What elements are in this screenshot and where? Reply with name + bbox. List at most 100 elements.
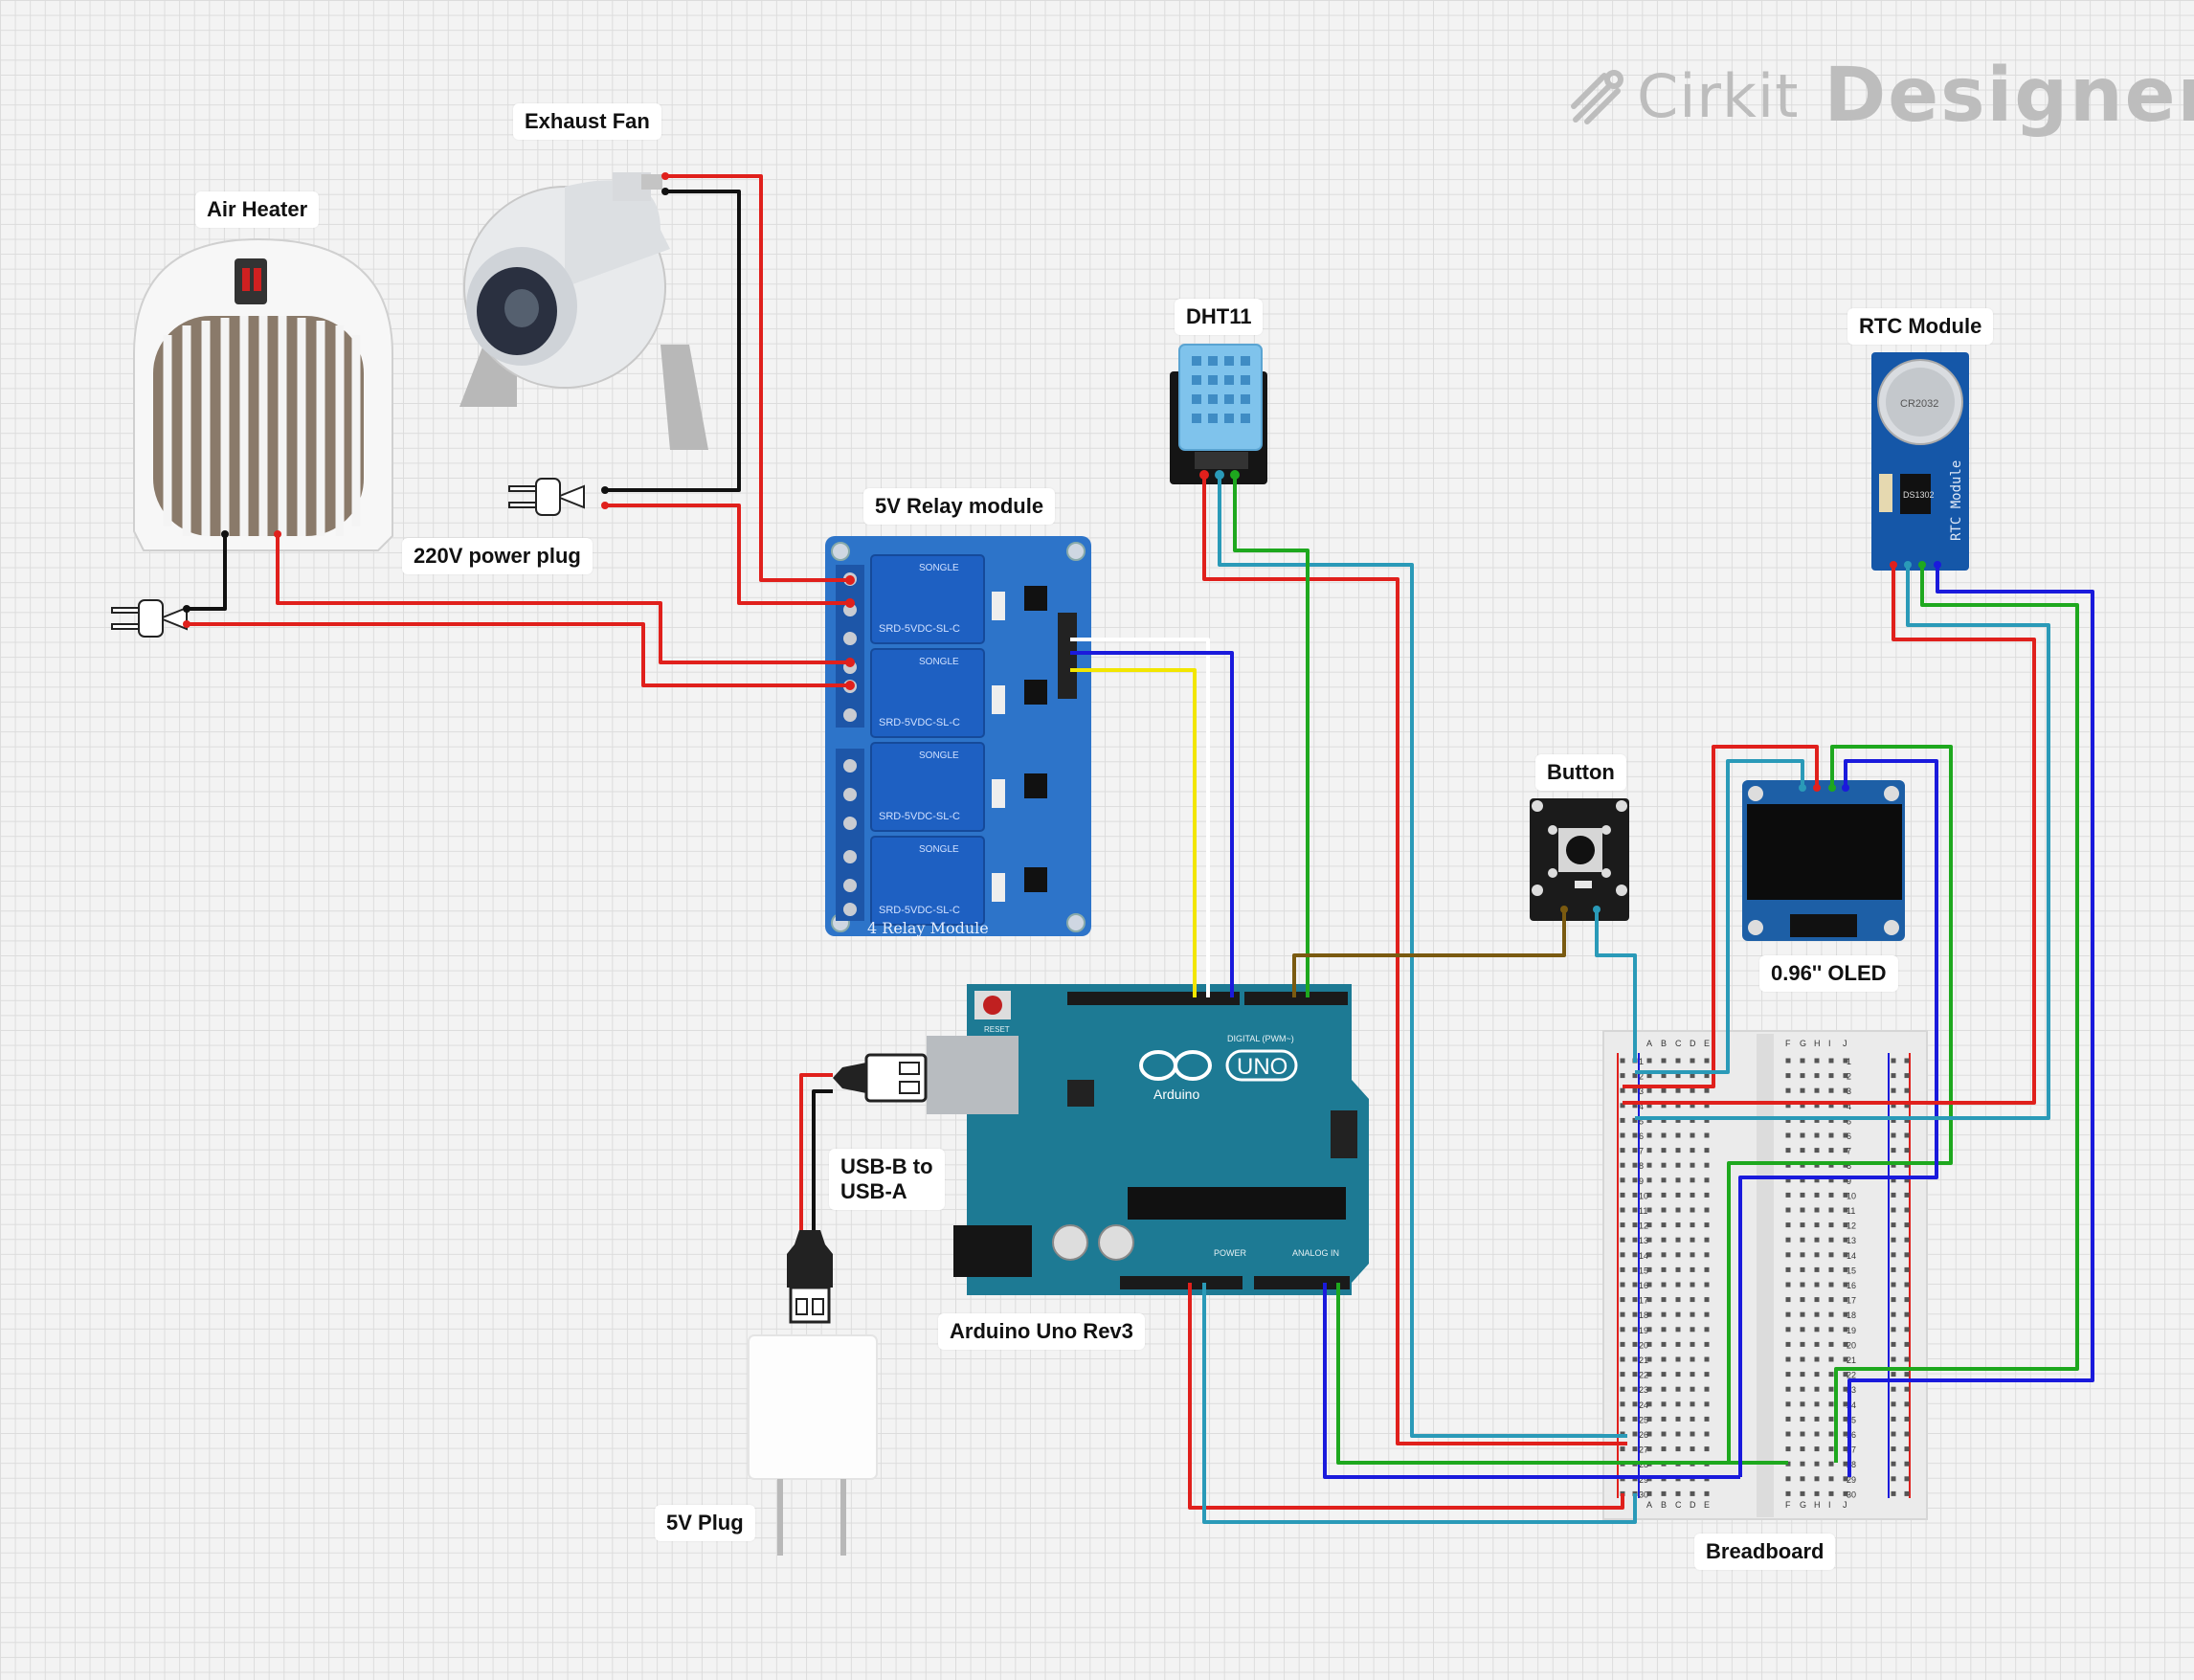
breadboard-hole[interactable] <box>1632 1087 1638 1093</box>
breadboard-hole[interactable] <box>1891 1386 1896 1392</box>
breadboard-hole[interactable] <box>1646 1237 1652 1243</box>
breadboard-hole[interactable] <box>1675 1490 1681 1496</box>
breadboard-hole[interactable] <box>1904 1356 1910 1362</box>
breadboard-hole[interactable] <box>1620 1446 1625 1452</box>
breadboard-hole[interactable] <box>1661 1237 1667 1243</box>
breadboard-hole[interactable] <box>1704 1222 1710 1228</box>
breadboard-hole[interactable] <box>1785 1207 1791 1213</box>
breadboard-hole[interactable] <box>1814 1252 1820 1258</box>
breadboard-hole[interactable] <box>1828 1252 1834 1258</box>
breadboard-hole[interactable] <box>1843 1401 1848 1407</box>
breadboard-hole[interactable] <box>1814 1356 1820 1362</box>
breadboard-hole[interactable] <box>1675 1177 1681 1183</box>
breadboard-hole[interactable] <box>1620 1207 1625 1213</box>
breadboard-hole[interactable] <box>1843 1311 1848 1317</box>
breadboard-hole[interactable] <box>1646 1148 1652 1154</box>
breadboard-hole[interactable] <box>1891 1401 1896 1407</box>
breadboard-hole[interactable] <box>1814 1073 1820 1079</box>
breadboard-hole[interactable] <box>1704 1490 1710 1496</box>
breadboard-hole[interactable] <box>1704 1386 1710 1392</box>
breadboard-hole[interactable] <box>1891 1431 1896 1437</box>
breadboard-hole[interactable] <box>1904 1207 1910 1213</box>
breadboard-hole[interactable] <box>1904 1372 1910 1378</box>
breadboard-hole[interactable] <box>1800 1058 1805 1064</box>
breadboard-hole[interactable] <box>1814 1490 1820 1496</box>
breadboard-hole[interactable] <box>1800 1476 1805 1482</box>
breadboard-hole[interactable] <box>1704 1416 1710 1422</box>
breadboard-hole[interactable] <box>1785 1058 1791 1064</box>
wire-rtc-gnd-cyan[interactable] <box>1635 565 2050 1120</box>
breadboard-hole[interactable] <box>1904 1103 1910 1109</box>
breadboard-hole[interactable] <box>1704 1073 1710 1079</box>
breadboard-hole[interactable] <box>1785 1372 1791 1378</box>
breadboard-hole[interactable] <box>1785 1490 1791 1496</box>
breadboard-hole[interactable] <box>1843 1476 1848 1482</box>
breadboard-hole[interactable] <box>1661 1372 1667 1378</box>
wire-fan-black[interactable] <box>605 190 741 492</box>
breadboard-hole[interactable] <box>1828 1431 1834 1437</box>
breadboard-hole[interactable] <box>1646 1222 1652 1228</box>
breadboard-hole[interactable] <box>1843 1103 1848 1109</box>
wire-oled-vcc-red[interactable] <box>1623 745 1819 1088</box>
breadboard-hole[interactable] <box>1828 1401 1834 1407</box>
breadboard-hole[interactable] <box>1646 1297 1652 1303</box>
breadboard-hole[interactable] <box>1690 1207 1695 1213</box>
breadboard-hole[interactable] <box>1661 1327 1667 1333</box>
breadboard-hole[interactable] <box>1843 1222 1848 1228</box>
breadboard-hole[interactable] <box>1632 1431 1638 1437</box>
breadboard-hole[interactable] <box>1661 1058 1667 1064</box>
breadboard-hole[interactable] <box>1632 1148 1638 1154</box>
breadboard-hole[interactable] <box>1646 1490 1652 1496</box>
breadboard-hole[interactable] <box>1646 1431 1652 1437</box>
breadboard-hole[interactable] <box>1646 1327 1652 1333</box>
push-button-module[interactable] <box>1530 798 1629 921</box>
breadboard-hole[interactable] <box>1814 1207 1820 1213</box>
breadboard-hole[interactable] <box>1904 1073 1910 1079</box>
breadboard-hole[interactable] <box>1690 1266 1695 1272</box>
breadboard-hole[interactable] <box>1620 1177 1625 1183</box>
breadboard-hole[interactable] <box>1675 1073 1681 1079</box>
breadboard-hole[interactable] <box>1675 1237 1681 1243</box>
breadboard-hole[interactable] <box>1690 1222 1695 1228</box>
breadboard-hole[interactable] <box>1828 1162 1834 1168</box>
breadboard-hole[interactable] <box>1646 1252 1652 1258</box>
breadboard-hole[interactable] <box>1814 1103 1820 1109</box>
breadboard-hole[interactable] <box>1646 1446 1652 1452</box>
breadboard-hole[interactable] <box>1704 1058 1710 1064</box>
breadboard-hole[interactable] <box>1814 1282 1820 1288</box>
breadboard-hole[interactable] <box>1620 1386 1625 1392</box>
breadboard-hole[interactable] <box>1891 1266 1896 1272</box>
breadboard-hole[interactable] <box>1646 1266 1652 1272</box>
breadboard-hole[interactable] <box>1828 1132 1834 1138</box>
breadboard-hole[interactable] <box>1904 1148 1910 1154</box>
breadboard-hole[interactable] <box>1675 1132 1681 1138</box>
breadboard-hole[interactable] <box>1800 1207 1805 1213</box>
breadboard-hole[interactable] <box>1828 1356 1834 1362</box>
breadboard-hole[interactable] <box>1675 1282 1681 1288</box>
breadboard-hole[interactable] <box>1785 1476 1791 1482</box>
breadboard-hole[interactable] <box>1814 1297 1820 1303</box>
exhaust-fan[interactable] <box>459 172 708 450</box>
breadboard-hole[interactable] <box>1843 1132 1848 1138</box>
breadboard-hole[interactable] <box>1891 1446 1896 1452</box>
breadboard-hole[interactable] <box>1620 1103 1625 1109</box>
breadboard-hole[interactable] <box>1800 1372 1805 1378</box>
breadboard-hole[interactable] <box>1904 1490 1910 1496</box>
breadboard-hole[interactable] <box>1646 1177 1652 1183</box>
breadboard-hole[interactable] <box>1843 1162 1848 1168</box>
breadboard-hole[interactable] <box>1891 1103 1896 1109</box>
breadboard-hole[interactable] <box>1891 1416 1896 1422</box>
breadboard-hole[interactable] <box>1661 1446 1667 1452</box>
breadboard-hole[interactable] <box>1675 1356 1681 1362</box>
breadboard-hole[interactable] <box>1814 1087 1820 1093</box>
breadboard-hole[interactable] <box>1661 1087 1667 1093</box>
breadboard-hole[interactable] <box>1843 1148 1848 1154</box>
breadboard-hole[interactable] <box>1632 1132 1638 1138</box>
breadboard-hole[interactable] <box>1800 1162 1805 1168</box>
breadboard-hole[interactable] <box>1800 1386 1805 1392</box>
breadboard-hole[interactable] <box>1675 1446 1681 1452</box>
breadboard-hole[interactable] <box>1690 1490 1695 1496</box>
wire-heater-red[interactable] <box>276 534 850 664</box>
breadboard-hole[interactable] <box>1690 1401 1695 1407</box>
